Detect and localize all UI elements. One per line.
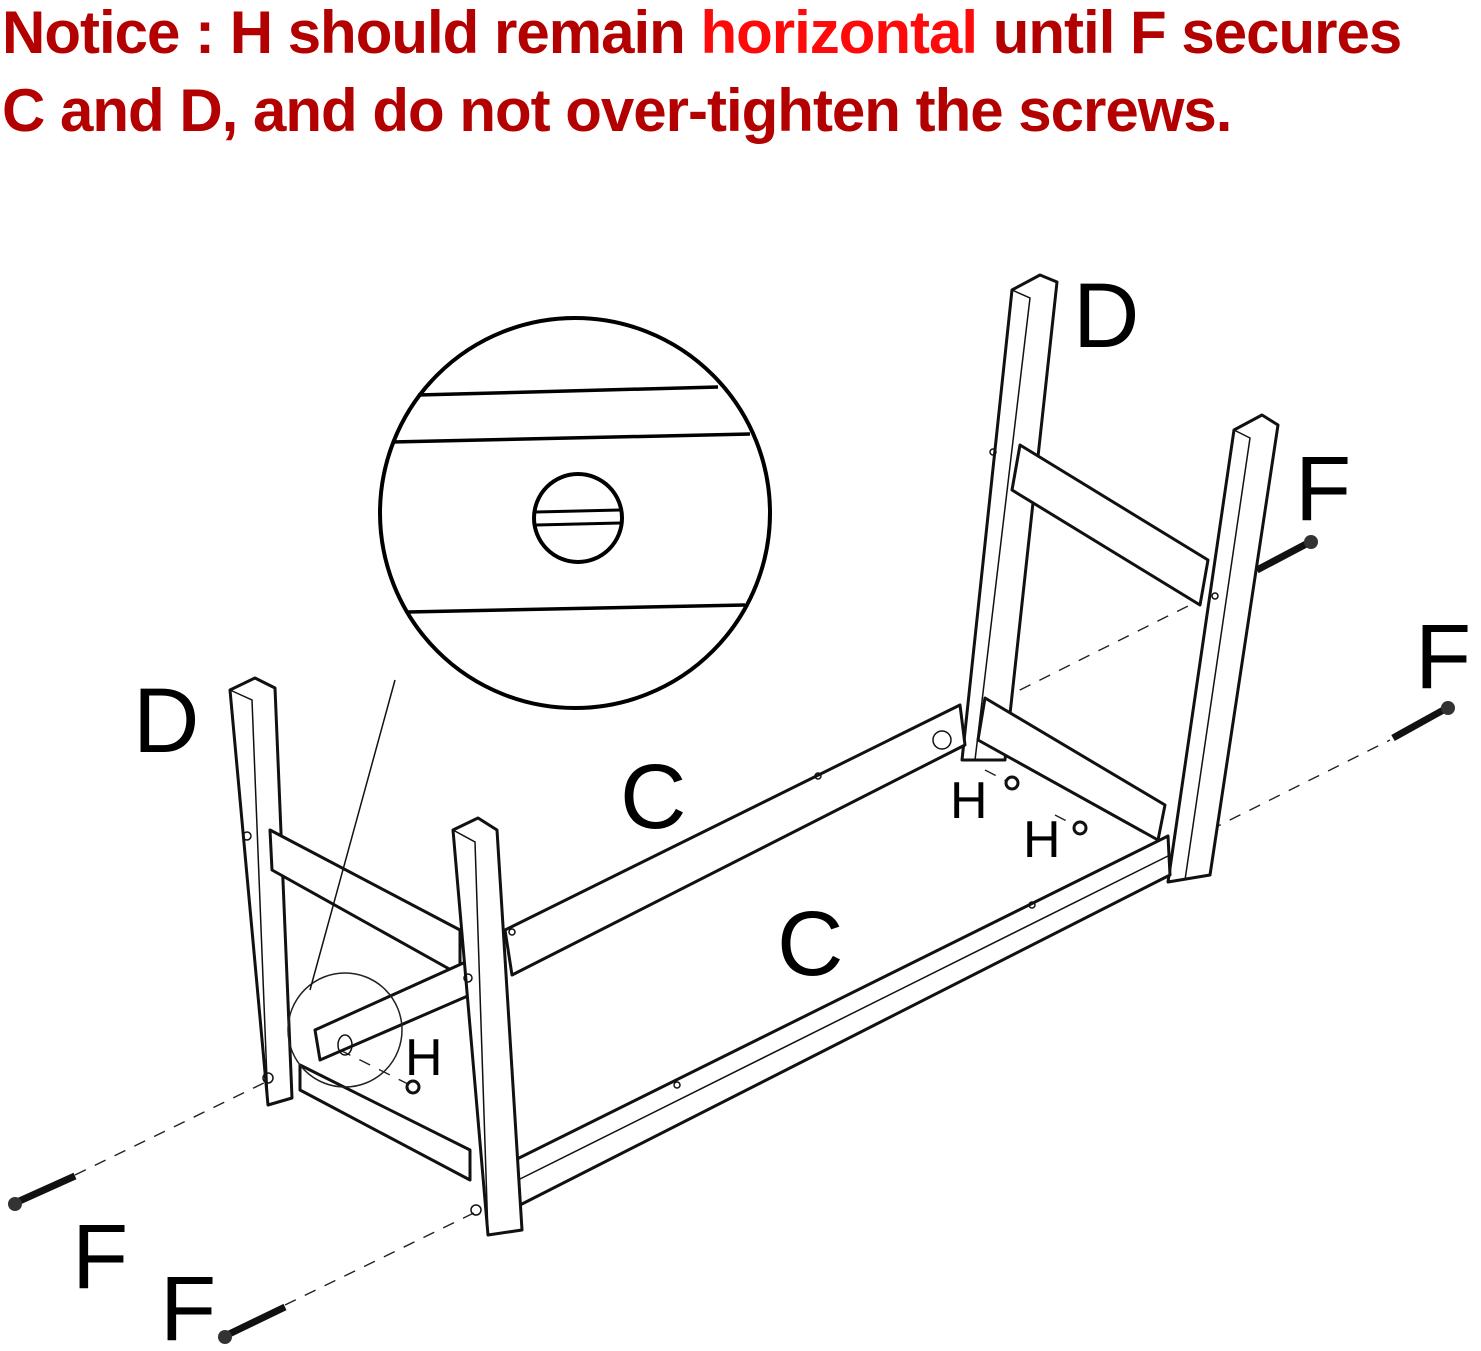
cross-rail-left-floor [298, 1063, 472, 1182]
notice-highlight: horizontal [700, 0, 978, 66]
leg-front-right [1166, 413, 1280, 884]
screw-head-detail-icon [532, 472, 624, 564]
cross-rail-right-bottom [976, 696, 1167, 842]
notice-line-1: Notice : H should remain horizontal unti… [2, 0, 1402, 66]
notice-line-2: C and D, and do not over-tighten the scr… [2, 77, 1232, 144]
connector-h [337, 775, 1088, 1095]
rail-back [503, 703, 967, 977]
label-leg-right: D [1073, 265, 1139, 367]
label-rail-back: C [620, 746, 686, 848]
label-screw-bottom-left-2: F [160, 1258, 216, 1351]
leg-back-right [960, 273, 1059, 762]
label-screw-top-right: F [1295, 438, 1351, 540]
cross-rail-left-top [268, 828, 462, 977]
cross-rail-right-top [1010, 443, 1210, 607]
label-rail-front: C [777, 893, 843, 995]
screws [8, 535, 1455, 1344]
label-connector-right-2: H [1023, 811, 1061, 869]
screw-icon [8, 1172, 77, 1211]
leg-front-left [451, 816, 524, 1237]
label-connector-left: H [405, 1029, 443, 1087]
screw-icon [1255, 535, 1318, 574]
label-screw-right: F [1415, 606, 1471, 708]
label-screw-bottom-left-1: F [72, 1206, 128, 1308]
label-leg-left: D [133, 670, 199, 772]
notice-text: Notice : H should remain horizontal unti… [2, 0, 1402, 150]
screw-icon [1391, 701, 1455, 742]
label-connector-right-1: H [950, 772, 988, 830]
magnifier-detail [287, 316, 772, 1088]
leg-back-left [228, 676, 294, 1107]
screw-icon [218, 1303, 287, 1344]
